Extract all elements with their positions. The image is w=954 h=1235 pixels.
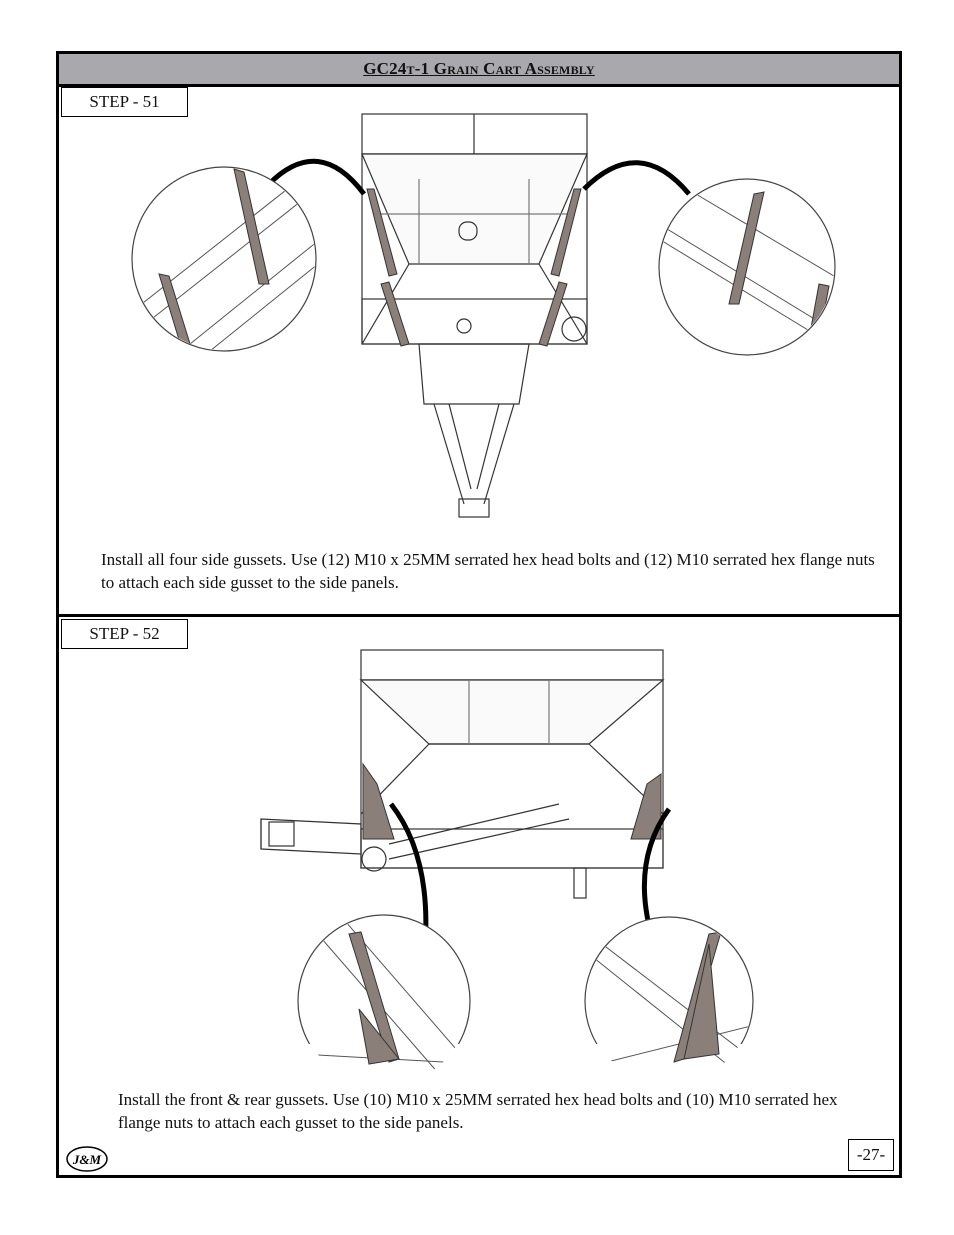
model-suffix: t [406, 59, 415, 78]
step-52-detail-views [299, 916, 752, 1075]
svg-text:J&M: J&M [72, 1152, 102, 1167]
step-51-instructions: Install all four side gussets. Use (12) … [101, 550, 875, 592]
page-header: GC24t-1 Grain Cart Assembly [59, 54, 899, 87]
jm-logo: J&M [66, 1146, 108, 1172]
assembly-title: Grain Cart Assembly [433, 59, 595, 78]
page-frame: GC24t-1 Grain Cart Assembly STEP - 51 [56, 51, 902, 1178]
model-number: GC24 [363, 59, 407, 78]
section-divider [59, 614, 899, 617]
step-51-diagram [131, 113, 836, 518]
step-51-label: STEP - 51 [61, 87, 188, 117]
step-52-label: STEP - 52 [61, 619, 188, 649]
page-number: -27- [848, 1139, 894, 1171]
step-52-instructions: Install the front & rear gussets. Use (1… [118, 1090, 838, 1132]
step-52-diagram [260, 649, 754, 1044]
page-title: GC24t-1 Grain Cart Assembly [363, 59, 595, 79]
model-suffix-number: -1 [414, 59, 430, 78]
